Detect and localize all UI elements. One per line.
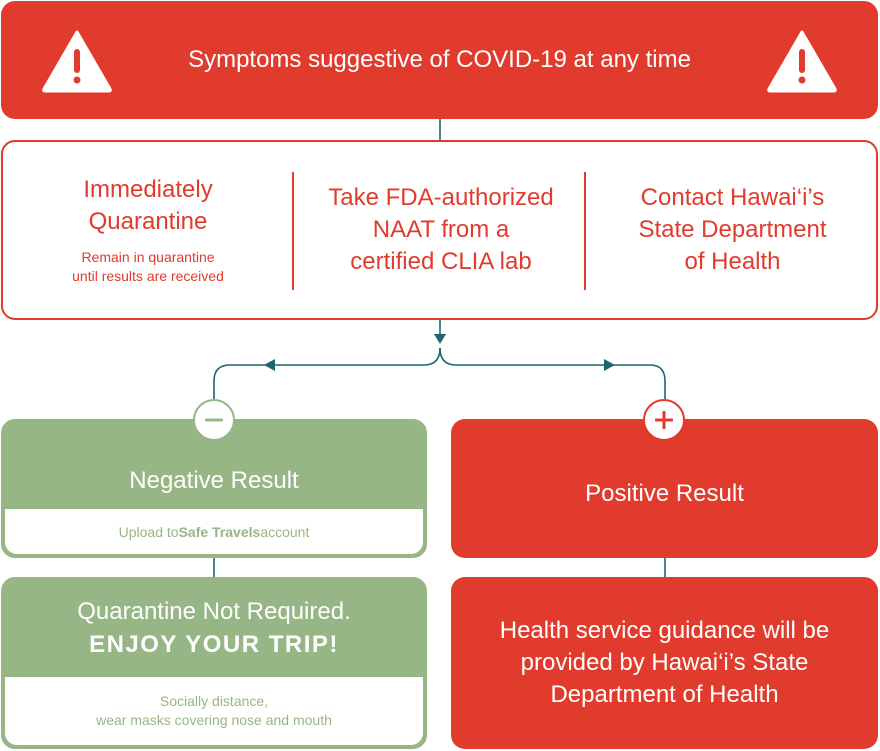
step-title-line: Quarantine (88, 208, 208, 235)
step-title-line: State Department (638, 216, 827, 243)
note-line: wear masks covering nose and mouth (96, 712, 332, 728)
health-guidance-text: Health service guidance will be provided… (499, 617, 830, 708)
step-note-line: until results are received (72, 268, 224, 284)
quarantine-not-required-note: Socially distance, wear masks covering n… (5, 677, 423, 745)
left-arrow-icon (264, 359, 275, 371)
step-note-line: Remain in quarantine (81, 249, 215, 265)
step-quarantine: Immediately Quarantine Remain in quarant… (3, 142, 293, 318)
step-title-line: certified CLIA lab (350, 248, 532, 275)
step-title-line: Immediately (83, 176, 213, 203)
plus-icon (643, 399, 685, 441)
quarantine-not-required-line: Quarantine Not Required. (77, 598, 351, 625)
step-note: Remain in quarantine until results are r… (72, 248, 224, 286)
negative-result-title: Negative Result (129, 467, 299, 494)
note-prefix: Upload to (118, 523, 179, 540)
quarantine-not-required-heading: Quarantine Not Required. ENJOY YOUR TRIP… (3, 579, 425, 677)
step-contact-doh: Contact Hawai‘i’s State Department of He… (587, 142, 878, 318)
enjoy-trip-line: ENJOY YOUR TRIP! (89, 631, 339, 658)
branch-right-connector (439, 347, 666, 399)
step-title-line: Take FDA-authorized (328, 184, 554, 211)
step-take-test: Take FDA-authorized NAAT from a certifie… (295, 142, 587, 318)
symptoms-banner: Symptoms suggestive of COVID-19 at any t… (1, 1, 878, 119)
banner-title: Symptoms suggestive of COVID-19 at any t… (188, 46, 691, 73)
negative-result-note: Upload to Safe Travels account (5, 509, 423, 554)
divider (292, 172, 294, 290)
step-title-line: of Health (684, 248, 781, 275)
divider (584, 172, 586, 290)
note-line: Socially distance, (159, 693, 269, 709)
right-arrow-icon (604, 359, 615, 371)
health-guidance-panel: Health service guidance will be provided… (451, 577, 878, 749)
branch-left-connector (213, 347, 441, 399)
warning-triangle-icon (766, 29, 838, 93)
minus-icon (193, 399, 235, 441)
down-arrow-icon (434, 334, 446, 344)
step-title-line: Contact Hawai‘i’s (640, 184, 825, 211)
safe-travels-label: Safe Travels (178, 523, 261, 540)
step-title-line: NAAT from a (372, 216, 510, 243)
note-suffix: account (260, 523, 310, 540)
positive-result-title: Positive Result (585, 479, 744, 507)
positive-result-panel: Positive Result (451, 419, 878, 558)
warning-triangle-icon (41, 29, 113, 93)
quarantine-not-required-panel: Quarantine Not Required. ENJOY YOUR TRIP… (1, 577, 427, 749)
steps-box: Immediately Quarantine Remain in quarant… (1, 140, 878, 320)
